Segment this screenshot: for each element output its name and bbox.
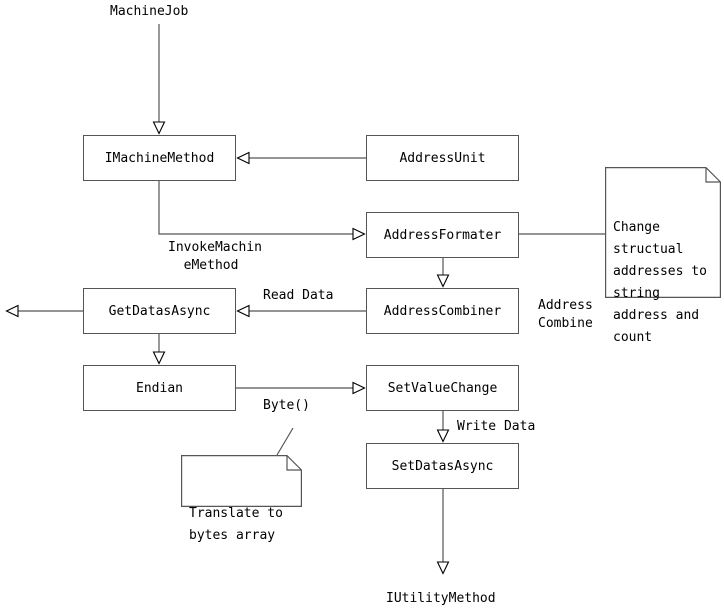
note-text: Translate to bytes array xyxy=(189,506,283,543)
node-label: AddressUnit xyxy=(399,150,486,166)
node-addressunit[interactable]: AddressUnit xyxy=(366,135,519,181)
edge-note-translate-leader xyxy=(276,427,294,456)
label-iutilitymethod: IUtilityMethod xyxy=(386,591,496,606)
node-label: GetDatasAsync xyxy=(108,303,211,319)
node-getdatasasync[interactable]: GetDatasAsync xyxy=(83,288,236,334)
node-addresscombiner[interactable]: AddressCombiner xyxy=(366,288,519,334)
note-address-change[interactable]: Change structual addresses to string add… xyxy=(605,167,721,345)
note-translate-bytes[interactable]: Translate to bytes array xyxy=(181,455,302,543)
node-label: AddressFormater xyxy=(383,227,502,243)
note-text: Change structual addresses to string add… xyxy=(613,220,707,345)
edge-imachinemethod-to-addressformater xyxy=(158,181,366,241)
label-address-combine: Address Combine xyxy=(538,298,593,331)
node-label: Endian xyxy=(136,380,183,396)
node-setdatasasync[interactable]: SetDatasAsync xyxy=(366,443,519,489)
node-addressformater[interactable]: AddressFormater xyxy=(366,212,519,258)
label-invoke-machine-method: InvokeMachin eMethod xyxy=(168,240,262,273)
note-shape-icon xyxy=(181,455,302,507)
label-read-data: Read Data xyxy=(263,288,334,303)
node-label: IMachineMethod xyxy=(104,150,215,166)
node-label: SetValueChange xyxy=(387,380,498,396)
node-label: AddressCombiner xyxy=(383,303,502,319)
note-shape-icon xyxy=(605,167,721,298)
node-imachinemethod[interactable]: IMachineMethod xyxy=(83,135,236,181)
node-label: SetDatasAsync xyxy=(391,458,494,474)
node-setvaluechange[interactable]: SetValueChange xyxy=(366,365,519,411)
label-write-data: Write Data xyxy=(457,419,536,434)
label-machinejob: MachineJob xyxy=(110,4,189,19)
node-endian[interactable]: Endian xyxy=(83,365,236,411)
label-byte-call: Byte() xyxy=(263,398,310,413)
